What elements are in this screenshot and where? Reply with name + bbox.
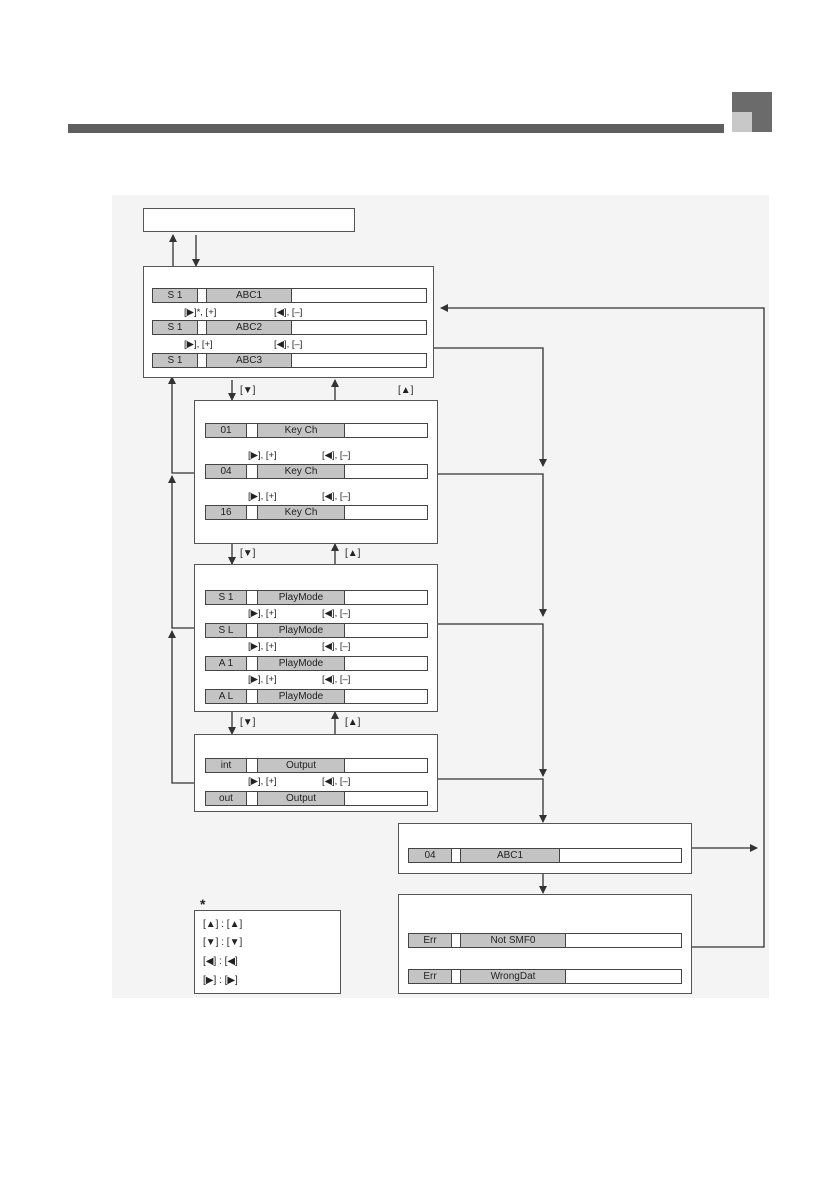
lcd-row-playmode-4: A L PlayMode bbox=[205, 689, 428, 704]
legend-row-left: [◀] : [◀] bbox=[203, 956, 238, 967]
lcd-row-playmode-3: A 1 PlayMode bbox=[205, 656, 428, 671]
lcd-gap bbox=[198, 354, 207, 367]
transition-label-up: [▲] bbox=[345, 717, 361, 728]
legend-row-up: [▲] : [▲] bbox=[203, 919, 243, 930]
lcd-playmode-text: PlayMode bbox=[258, 690, 345, 703]
nav-label-prev: [◀], [–] bbox=[322, 450, 351, 461]
top-box bbox=[143, 208, 355, 232]
lcd-row-song-3: S 1 ABC3 bbox=[152, 353, 427, 368]
lcd-gap bbox=[198, 321, 207, 334]
lcd-row-error-1: Err Not SMF0 bbox=[408, 933, 682, 948]
lcd-left-segment: Err bbox=[409, 970, 452, 983]
transition-label-up: [▲] bbox=[345, 548, 361, 559]
lcd-gap bbox=[452, 849, 461, 862]
lcd-song-name: ABC1 bbox=[207, 289, 292, 302]
lcd-left-segment: S 1 bbox=[153, 354, 198, 367]
nav-label-prev: [◀], [–] bbox=[322, 776, 351, 787]
lcd-song-name: ABC1 bbox=[461, 849, 560, 862]
lcd-error-text: Not SMF0 bbox=[461, 934, 566, 947]
lcd-output-text: Output bbox=[258, 759, 345, 772]
lcd-gap bbox=[247, 591, 258, 604]
lcd-gap bbox=[247, 624, 258, 637]
lcd-error-text: WrongDat bbox=[461, 970, 566, 983]
lcd-playmode-text: PlayMode bbox=[258, 657, 345, 670]
transition-label-down: [▼] bbox=[240, 717, 256, 728]
nav-label-prev: [◀], [–] bbox=[274, 339, 303, 350]
lcd-left-segment: S 1 bbox=[153, 289, 198, 302]
lcd-left-segment: S 1 bbox=[153, 321, 198, 334]
nav-label-next: [▶], [+] bbox=[248, 491, 277, 502]
legend-row-right: [▶] : [▶] bbox=[203, 975, 238, 986]
lcd-song-name: ABC2 bbox=[207, 321, 292, 334]
lcd-channel-text: Key Ch bbox=[258, 506, 345, 519]
nav-label-prev: [◀], [–] bbox=[274, 307, 303, 318]
legend-row-down: [▼] : [▼] bbox=[203, 937, 243, 948]
lcd-row-channel-2: 04 Key Ch bbox=[205, 464, 428, 479]
lcd-row-channel-1: 01 Key Ch bbox=[205, 423, 428, 438]
transition-label-down: [▼] bbox=[240, 385, 256, 396]
transition-label-up: [▲] bbox=[398, 385, 414, 396]
lcd-row-output-1: int Output bbox=[205, 758, 428, 773]
corner-tab-light bbox=[732, 112, 752, 132]
nav-label-prev: [◀], [–] bbox=[322, 674, 351, 685]
lcd-row-playmode-1: S 1 PlayMode bbox=[205, 590, 428, 605]
footnote-asterisk: * bbox=[200, 896, 206, 912]
nav-label-prev: [◀], [–] bbox=[322, 491, 351, 502]
lcd-row-error-2: Err WrongDat bbox=[408, 969, 682, 984]
lcd-channel-text: Key Ch bbox=[258, 424, 345, 437]
nav-label-next: [▶], [+] bbox=[248, 674, 277, 685]
lcd-left-segment: S 1 bbox=[206, 591, 247, 604]
nav-label-next: [▶], [+] bbox=[248, 450, 277, 461]
lcd-left-segment: 04 bbox=[206, 465, 247, 478]
lcd-row-song-2: S 1 ABC2 bbox=[152, 320, 427, 335]
lcd-output-text: Output bbox=[258, 792, 345, 805]
lcd-playmode-text: PlayMode bbox=[258, 591, 345, 604]
lcd-gap bbox=[247, 506, 258, 519]
lcd-left-segment: S L bbox=[206, 624, 247, 637]
nav-label-next: [▶], [+] bbox=[248, 776, 277, 787]
nav-label-next: [▶], [+] bbox=[248, 641, 277, 652]
lcd-row-song-1: S 1 ABC1 bbox=[152, 288, 427, 303]
lcd-playmode-text: PlayMode bbox=[258, 624, 345, 637]
lcd-left-segment: int bbox=[206, 759, 247, 772]
lcd-gap bbox=[247, 792, 258, 805]
playmode-select-box bbox=[194, 564, 438, 712]
lcd-row-channel-3: 16 Key Ch bbox=[205, 505, 428, 520]
legend-box bbox=[194, 910, 341, 994]
lcd-left-segment: A L bbox=[206, 690, 247, 703]
lcd-left-segment: A 1 bbox=[206, 657, 247, 670]
lcd-gap bbox=[247, 759, 258, 772]
nav-label-prev: [◀], [–] bbox=[322, 608, 351, 619]
lcd-song-name: ABC3 bbox=[207, 354, 292, 367]
lcd-gap bbox=[247, 690, 258, 703]
lcd-gap bbox=[198, 289, 207, 302]
lcd-left-segment: 04 bbox=[409, 849, 452, 862]
transition-label-down: [▼] bbox=[240, 548, 256, 559]
nav-label-next: [▶]*, [+] bbox=[184, 307, 217, 318]
lcd-left-segment: 01 bbox=[206, 424, 247, 437]
lcd-gap bbox=[247, 465, 258, 478]
nav-label-next: [▶], [+] bbox=[184, 339, 213, 350]
lcd-channel-text: Key Ch bbox=[258, 465, 345, 478]
lcd-gap bbox=[247, 424, 258, 437]
header-bar bbox=[68, 124, 724, 133]
lcd-row-output-2: out Output bbox=[205, 791, 428, 806]
lcd-left-segment: 16 bbox=[206, 506, 247, 519]
lcd-gap bbox=[452, 970, 461, 983]
nav-label-prev: [◀], [–] bbox=[322, 641, 351, 652]
lcd-gap bbox=[247, 657, 258, 670]
lcd-row-play: 04 ABC1 bbox=[408, 848, 682, 863]
lcd-gap bbox=[452, 934, 461, 947]
lcd-left-segment: Err bbox=[409, 934, 452, 947]
lcd-left-segment: out bbox=[206, 792, 247, 805]
lcd-row-playmode-2: S L PlayMode bbox=[205, 623, 428, 638]
nav-label-next: [▶], [+] bbox=[248, 608, 277, 619]
